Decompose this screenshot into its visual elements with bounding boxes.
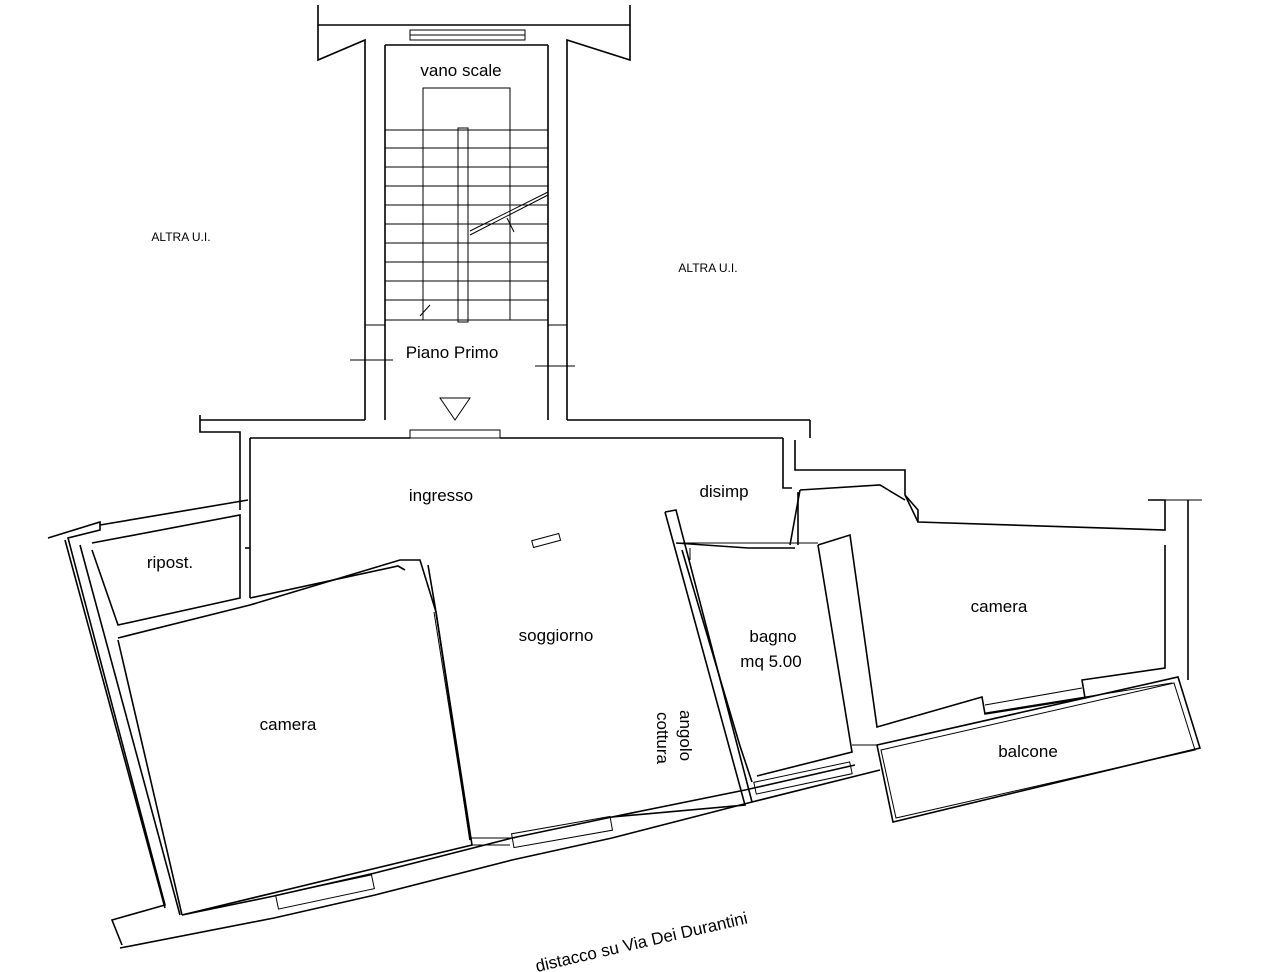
label-street-note: distacco su Via Dei Durantini (534, 909, 750, 972)
apartment-walls (47, 415, 1202, 949)
label-balcony: balcone (998, 742, 1058, 761)
label-entrance: ingresso (409, 486, 473, 505)
staircase (385, 87, 549, 323)
label-bathroom-area: mq 5.00 (740, 652, 801, 671)
stairwell-walls (317, 5, 631, 420)
label-bedroom-left: camera (260, 715, 317, 734)
label-bedroom-right: camera (971, 597, 1028, 616)
label-kitchen-corner-2: cottura (653, 712, 672, 765)
label-hallway: disimp (699, 482, 748, 501)
label-stairwell: vano scale (420, 61, 501, 80)
label-living-room: soggiorno (519, 626, 594, 645)
triangle-down-icon (439, 397, 471, 421)
label-storage: ripost. (147, 553, 193, 572)
label-kitchen-corner-1: angolo (676, 710, 695, 761)
label-neighbor-left: ALTRA U.I. (151, 230, 210, 244)
label-neighbor-right: ALTRA U.I. (678, 261, 737, 275)
label-bathroom: bagno (749, 627, 796, 646)
label-floor-name: Piano Primo (406, 343, 499, 362)
